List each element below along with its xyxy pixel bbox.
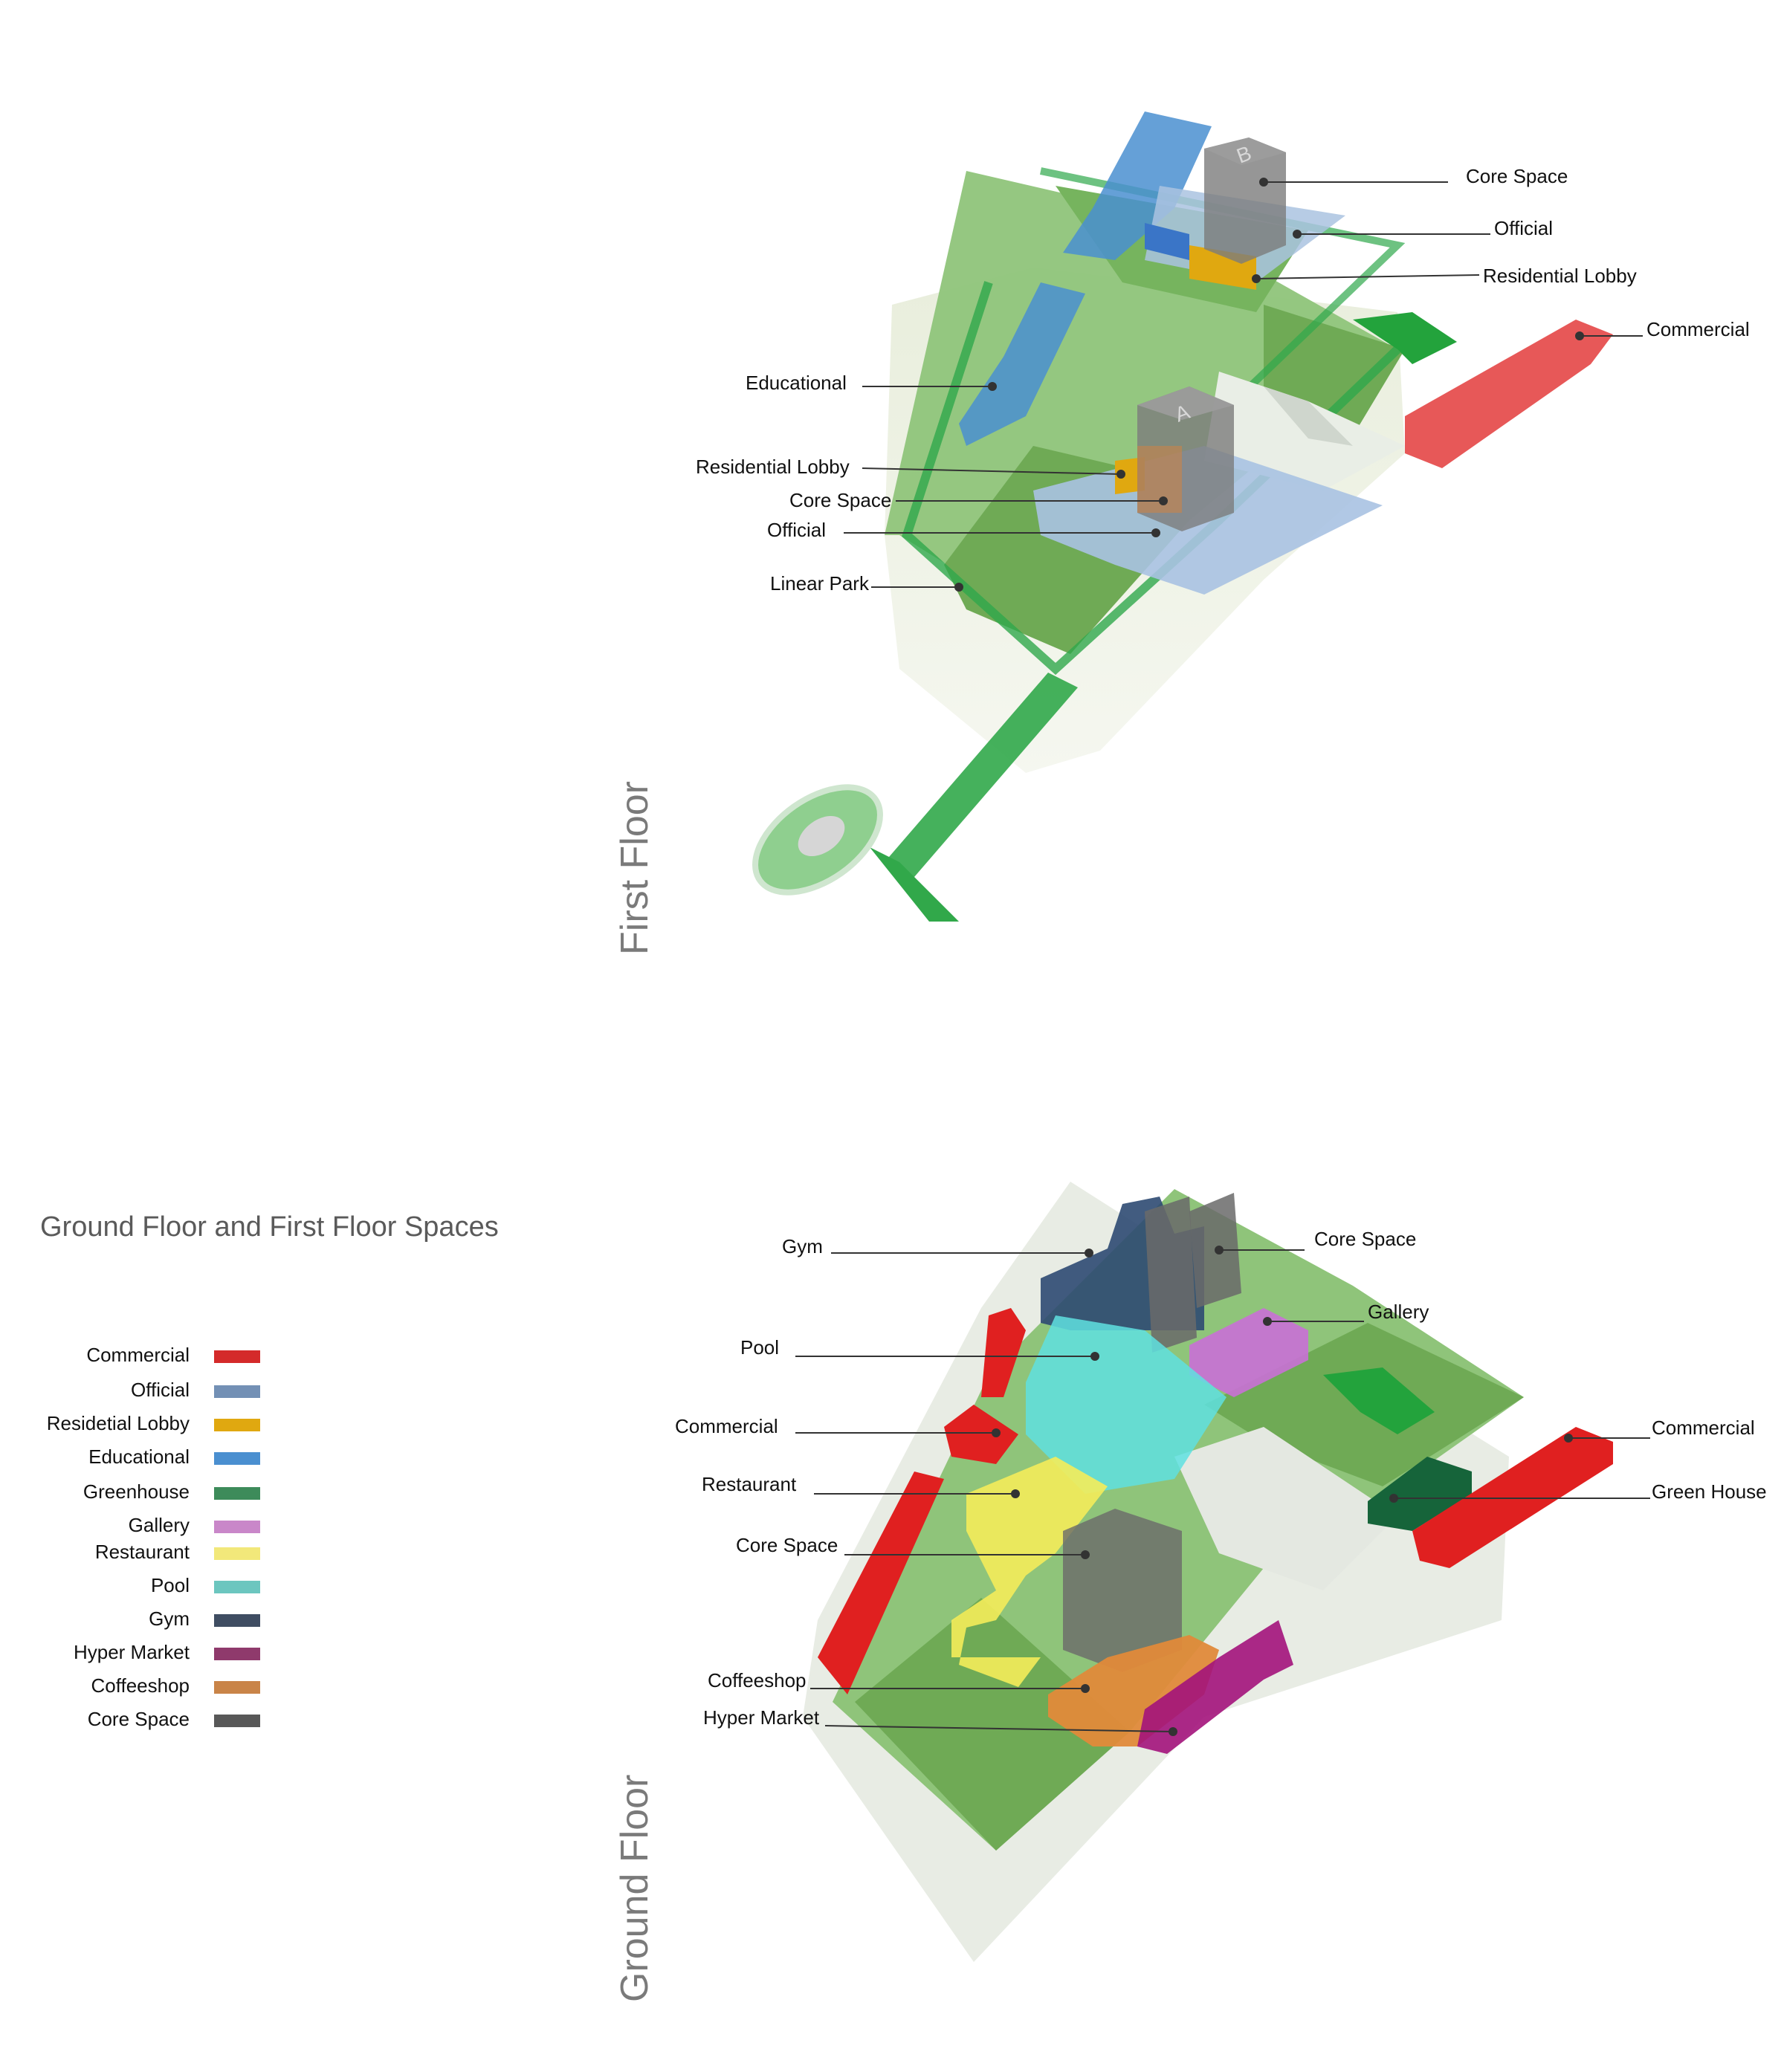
- ground-floor-model: [803, 1182, 1613, 1962]
- legend-swatch: [214, 1419, 260, 1431]
- core-space-b-tower: [1204, 137, 1286, 264]
- gf-label-commercial-right: Commercial: [1652, 1417, 1755, 1439]
- greenhouse-volume: [1368, 1457, 1472, 1531]
- ff-label-residential-lobby-a: Residential Lobby: [696, 456, 850, 478]
- ground-floor-lawn-bottom: [855, 1598, 1130, 1851]
- ff-label-linear-park: Linear Park: [770, 572, 869, 595]
- core-space-tower-left: [1145, 1197, 1197, 1353]
- gf-label-gallery: Gallery: [1368, 1301, 1429, 1323]
- educational-block-top: [1063, 111, 1212, 260]
- ff-label-commercial: Commercial: [1646, 318, 1750, 340]
- legend-item: Greenhouse: [30, 1480, 260, 1510]
- ff-label-residential-lobby-b: Residential Lobby: [1483, 265, 1637, 287]
- gf-label-coffeeshop: Coffeeshop: [708, 1669, 807, 1691]
- legend-heading: Ground Floor and First Floor Spaces: [40, 1211, 499, 1243]
- ff-label-educational: Educational: [746, 372, 847, 394]
- first-floor-title: First Floor: [613, 781, 656, 955]
- legend-item: Core Space: [30, 1708, 260, 1738]
- legend-item: Pool: [30, 1574, 260, 1604]
- legend-swatch: [214, 1547, 260, 1560]
- coffee-volume-a: [1137, 446, 1182, 513]
- ground-floor-plaza: [1174, 1427, 1397, 1590]
- gf-label-core-space-top: Core Space: [1314, 1228, 1417, 1250]
- first-floor-leaders: [844, 178, 1643, 592]
- gf-label-hyper-market: Hyper Market: [703, 1706, 820, 1729]
- ff-label-core-space-b: Core Space: [1466, 165, 1568, 187]
- legend-item: Commercial: [30, 1344, 260, 1373]
- legend-item: Coffeeshop: [30, 1674, 260, 1704]
- core-space-mid-tower: [1063, 1509, 1182, 1672]
- coffeeshop-volume: [1048, 1635, 1219, 1746]
- core-space-b-top: [1204, 137, 1286, 165]
- gf-label-restaurant: Restaurant: [702, 1473, 797, 1495]
- legend-swatch: [214, 1385, 260, 1398]
- gf-label-core-space-mid: Core Space: [736, 1534, 838, 1556]
- legend-item-label: Coffeeshop: [91, 1674, 190, 1697]
- legend-item-label: Gym: [149, 1608, 190, 1630]
- legend-item-label: Gallery: [128, 1514, 190, 1536]
- legend-item: Gym: [30, 1608, 260, 1637]
- legend-swatch: [214, 1581, 260, 1593]
- ground-floor-title: Ground Floor: [613, 1774, 656, 2002]
- pool-volume: [1026, 1315, 1226, 1494]
- legend-swatch: [214, 1715, 260, 1727]
- legend-item: Hyper Market: [30, 1641, 260, 1671]
- legend-item-label: Greenhouse: [83, 1480, 190, 1503]
- legend-swatch: [214, 1681, 260, 1694]
- legend-item-label: Pool: [150, 1574, 190, 1596]
- legend-item-label: Hyper Market: [73, 1641, 190, 1663]
- first-floor-escalator: [1264, 386, 1353, 446]
- first-floor-ramp: [870, 847, 959, 922]
- gallery-volume: [1189, 1308, 1308, 1397]
- educational-block-mid: [959, 282, 1085, 446]
- ground-floor-leaders: [795, 1246, 1650, 1736]
- legend-item: Restaurant: [30, 1541, 260, 1570]
- legend-swatch: [214, 1452, 260, 1465]
- gf-label-green-house: Green House: [1652, 1480, 1767, 1503]
- legend-item: Official: [30, 1379, 260, 1408]
- commercial-left-strip: [981, 1308, 1026, 1397]
- hypermarket-volume: [1137, 1620, 1293, 1754]
- legend-item-label: Official: [131, 1379, 190, 1401]
- legend-item-label: Residetial Lobby: [46, 1412, 190, 1434]
- legend-item: Gallery: [30, 1514, 260, 1544]
- legend-swatch: [214, 1487, 260, 1500]
- ff-label-official-a: Official: [767, 519, 826, 541]
- legend-swatch: [214, 1521, 260, 1533]
- gf-label-pool: Pool: [740, 1336, 780, 1359]
- legend-swatch: [214, 1614, 260, 1627]
- legend-item-label: Commercial: [86, 1344, 190, 1366]
- ff-label-core-space-a: Core Space: [789, 489, 892, 511]
- legend-item-label: Restaurant: [94, 1541, 190, 1563]
- greenhouse-ground-floor-outline: [1323, 1367, 1435, 1434]
- greenhouse-first-floor: [1353, 312, 1457, 364]
- first-floor-bridge: [885, 673, 1078, 877]
- gf-label-commercial-left: Commercial: [675, 1415, 778, 1437]
- legend-item-label: Educational: [88, 1445, 190, 1468]
- blue-block-b: [1145, 223, 1189, 260]
- first-floor-model: B A: [752, 111, 1613, 922]
- commercial-left-long: [818, 1472, 944, 1694]
- restaurant-volume: [951, 1457, 1108, 1687]
- legend-swatch: [214, 1648, 260, 1660]
- legend-item: Educational: [30, 1445, 260, 1475]
- first-floor-roundabout-void: [798, 816, 845, 856]
- legend-item-label: Core Space: [87, 1708, 190, 1730]
- ff-label-official-b: Official: [1494, 217, 1553, 239]
- commercial-first-floor: [1405, 320, 1613, 468]
- gf-label-gym: Gym: [782, 1235, 823, 1257]
- core-space-a-top: [1137, 386, 1234, 420]
- commercial-left-block: [944, 1405, 1018, 1464]
- legend-item: Residetial Lobby: [30, 1412, 260, 1442]
- legend-swatch: [214, 1350, 260, 1363]
